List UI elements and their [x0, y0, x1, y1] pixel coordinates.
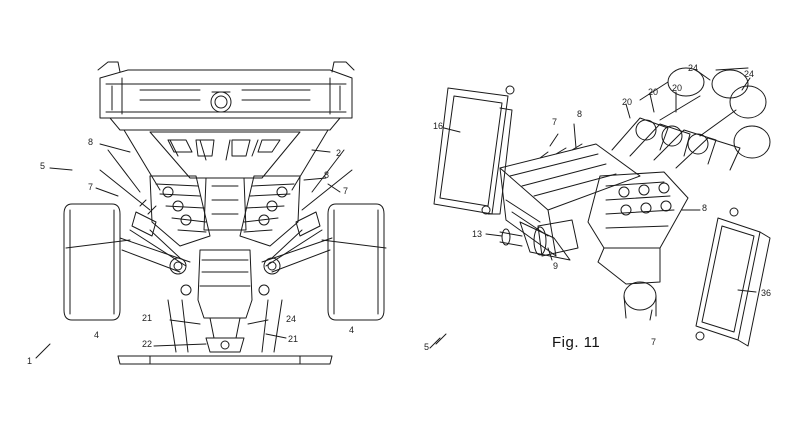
label-right-13: 13: [472, 229, 483, 239]
label-left-21b: 21: [288, 334, 299, 344]
label-right-24a: 24: [688, 63, 699, 73]
label-left-2: 2: [336, 148, 342, 158]
right-powertrain-view: [429, 67, 771, 349]
label-right-7a: 7: [552, 117, 558, 127]
label-left-7b: 7: [343, 186, 349, 196]
label-right-20a: 20: [672, 83, 683, 93]
figure-caption: Fig. 11: [552, 334, 601, 351]
label-right-20b: 20: [648, 87, 659, 97]
label-left-21a: 21: [142, 313, 153, 323]
left-chassis-view: [35, 61, 387, 365]
label-left-8a: 8: [88, 137, 94, 147]
label-right-8b: 8: [702, 203, 708, 213]
label-right-9: 9: [553, 261, 559, 271]
label-right-36: 36: [761, 288, 772, 298]
label-right-16: 16: [433, 121, 444, 131]
label-right-24b: 24: [744, 69, 755, 79]
label-right-5: 5: [424, 342, 430, 352]
label-right-7b: 7: [651, 337, 657, 347]
label-right-20c: 20: [622, 97, 633, 107]
label-left-7a: 7: [88, 182, 94, 192]
label-left-24: 24: [286, 314, 297, 324]
label-left-4b: 4: [349, 325, 355, 335]
label-left-4a: 4: [94, 330, 100, 340]
label-right-8a: 8: [577, 109, 583, 119]
label-left-8b: 8: [324, 170, 330, 180]
label-left-5: 5: [40, 161, 46, 171]
label-left-1: 1: [27, 356, 33, 366]
label-left-22: 22: [142, 339, 153, 349]
